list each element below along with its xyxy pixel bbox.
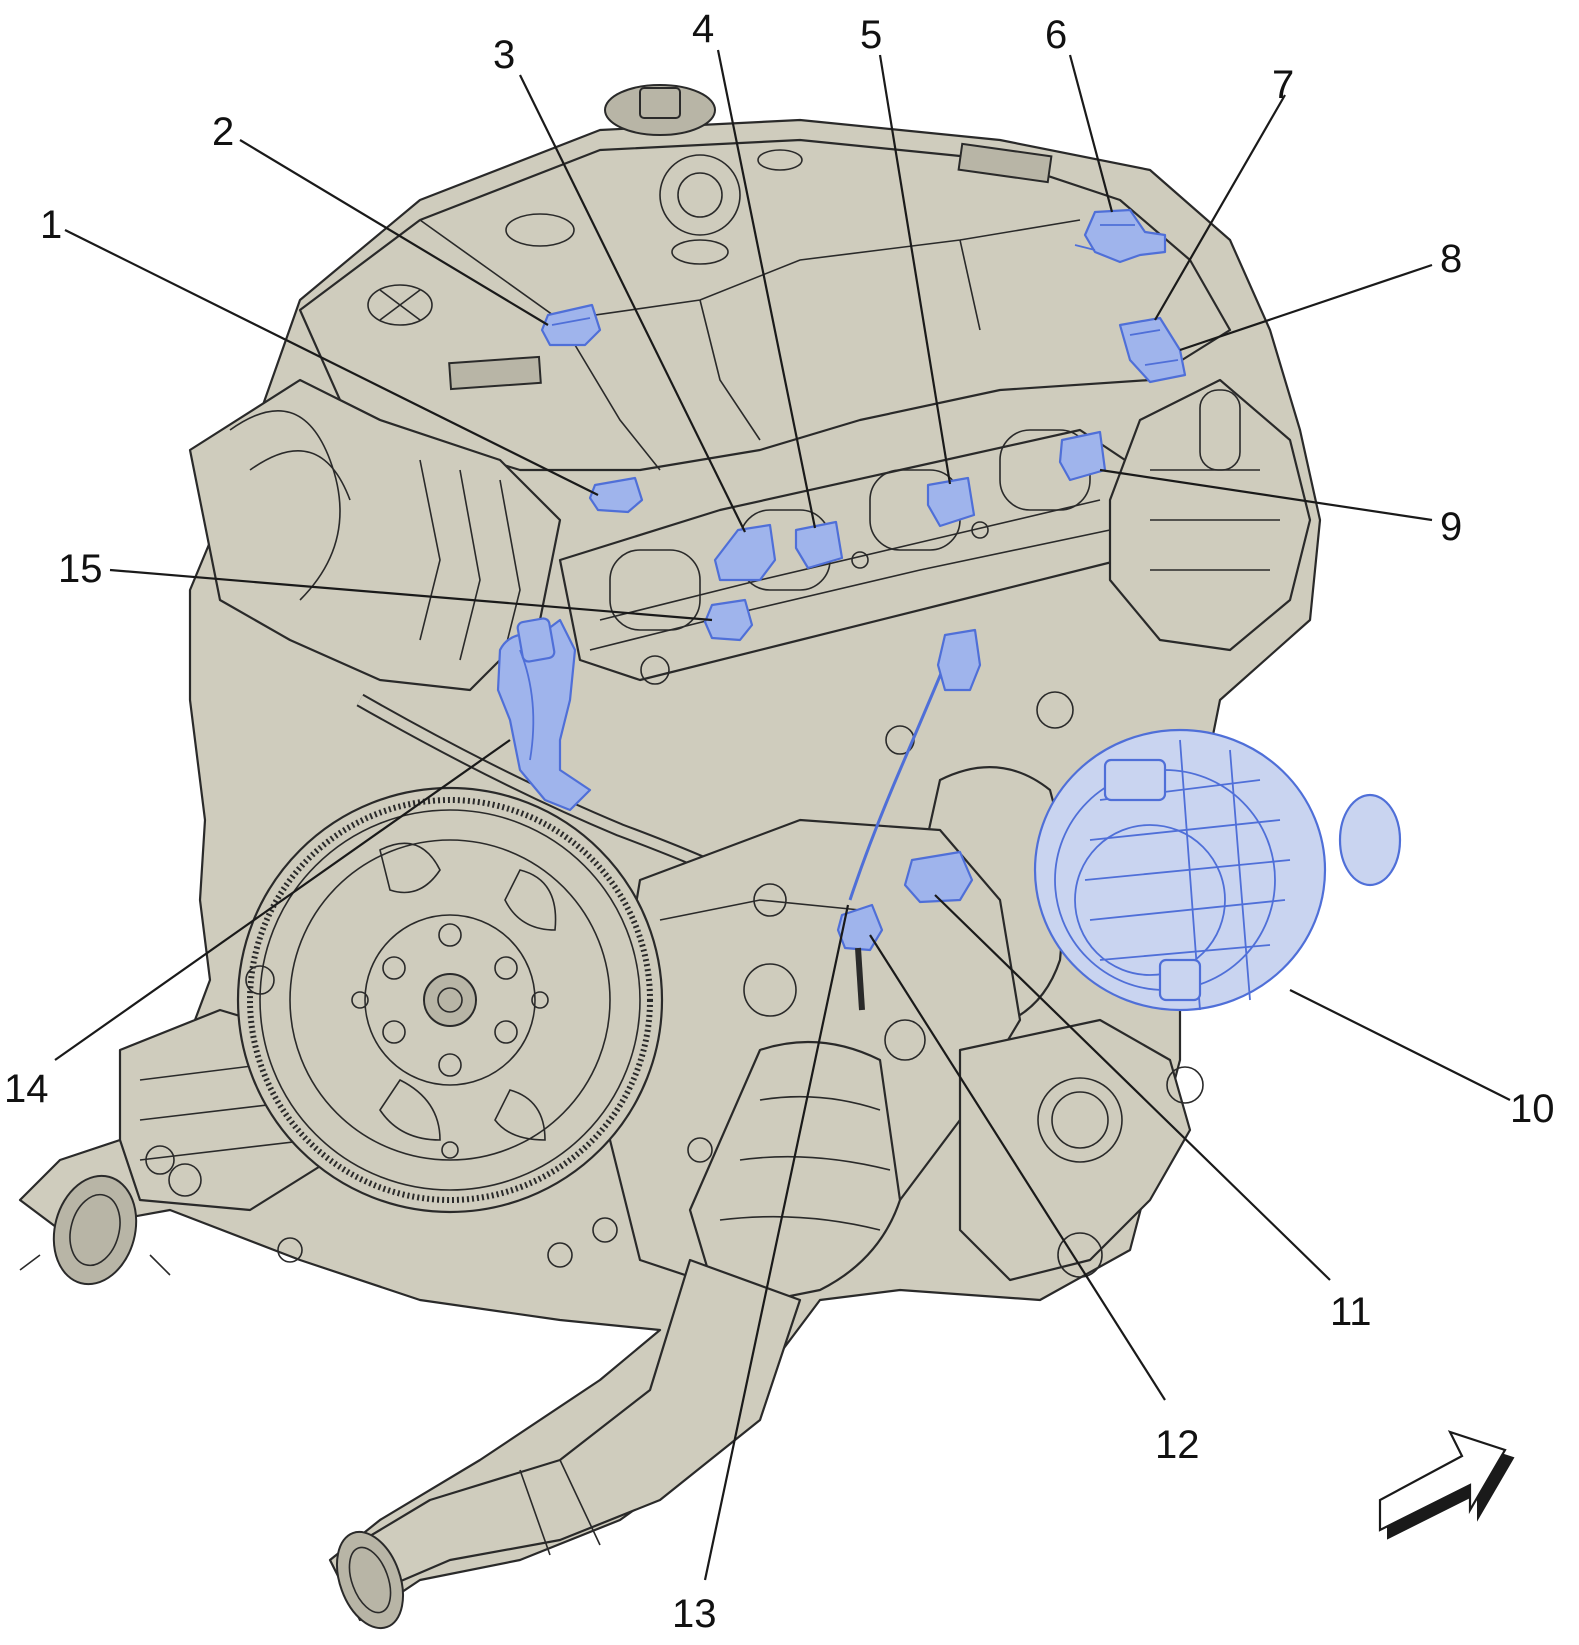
- component-12-sensor: [836, 903, 884, 952]
- leader-7: [1154, 94, 1286, 321]
- flexplate-bolts: [382, 923, 518, 1077]
- leader-11: [934, 894, 1331, 1281]
- leader-2: [239, 139, 549, 326]
- leader-lines: [54, 49, 1511, 1581]
- rear-catalytic-converter: [688, 1040, 902, 1312]
- component-15-sensor: [703, 598, 754, 642]
- leader-3: [519, 74, 746, 533]
- leader-4: [716, 49, 817, 529]
- component-13-harness: [848, 639, 957, 901]
- highlighted-components: [496, 208, 1402, 1012]
- callout-11: 11: [1330, 1290, 1372, 1334]
- component-4-ignition-coil: [794, 520, 844, 570]
- leader-1: [64, 229, 599, 496]
- leader-5: [878, 54, 952, 485]
- exhaust-outlet-flange: [336, 1530, 404, 1630]
- leader-14: [54, 739, 511, 1061]
- callout-14: 14: [4, 1067, 49, 1111]
- callout-7: 7: [1272, 63, 1294, 107]
- flexplate-ring-gear: [247, 797, 653, 1203]
- component-14-assembly: [496, 618, 592, 812]
- callout-numbers: 1 2 3 4 5 6 7 8 9 10 11 12 13 14 15: [4, 7, 1555, 1636]
- component-11-sensor: [903, 850, 974, 904]
- component-2-connector: [540, 303, 602, 347]
- component-6-sensor: [1083, 208, 1167, 264]
- leader-9: [1099, 468, 1433, 522]
- callout-13: 13: [672, 1592, 717, 1636]
- callout-15: 15: [58, 547, 103, 591]
- callout-9: 9: [1440, 505, 1462, 549]
- component-3-connector: [713, 523, 777, 582]
- callout-12: 12: [1155, 1423, 1200, 1467]
- engine-mount-bracket: [958, 1018, 1192, 1282]
- component-1-connector: [588, 476, 644, 514]
- exhaust-pipe: [353, 1258, 802, 1592]
- view-direction-arrow-icon: [1378, 1430, 1515, 1540]
- component-9-ignition-coil: [1058, 430, 1107, 482]
- callout-8: 8: [1440, 237, 1462, 281]
- leader-15: [109, 568, 713, 622]
- callout-4: 4: [692, 7, 714, 51]
- leader-6: [1068, 54, 1114, 213]
- callout-10: 10: [1510, 1087, 1555, 1131]
- timing-cover: [1108, 378, 1312, 652]
- callout-5: 5: [860, 13, 882, 57]
- component-13-connector: [936, 628, 982, 692]
- leader-12: [869, 934, 1166, 1401]
- callout-3: 3: [493, 33, 515, 77]
- component-10-generator: [1033, 728, 1402, 1012]
- component-5-ignition-coil: [926, 476, 976, 528]
- leader-10: [1289, 989, 1511, 1101]
- engine-illustration: [18, 84, 1322, 1630]
- leader-13: [703, 904, 850, 1581]
- callout-1: 1: [40, 203, 62, 247]
- callout-6: 6: [1045, 13, 1067, 57]
- callout-2: 2: [212, 110, 234, 154]
- leader-8: [1179, 263, 1433, 352]
